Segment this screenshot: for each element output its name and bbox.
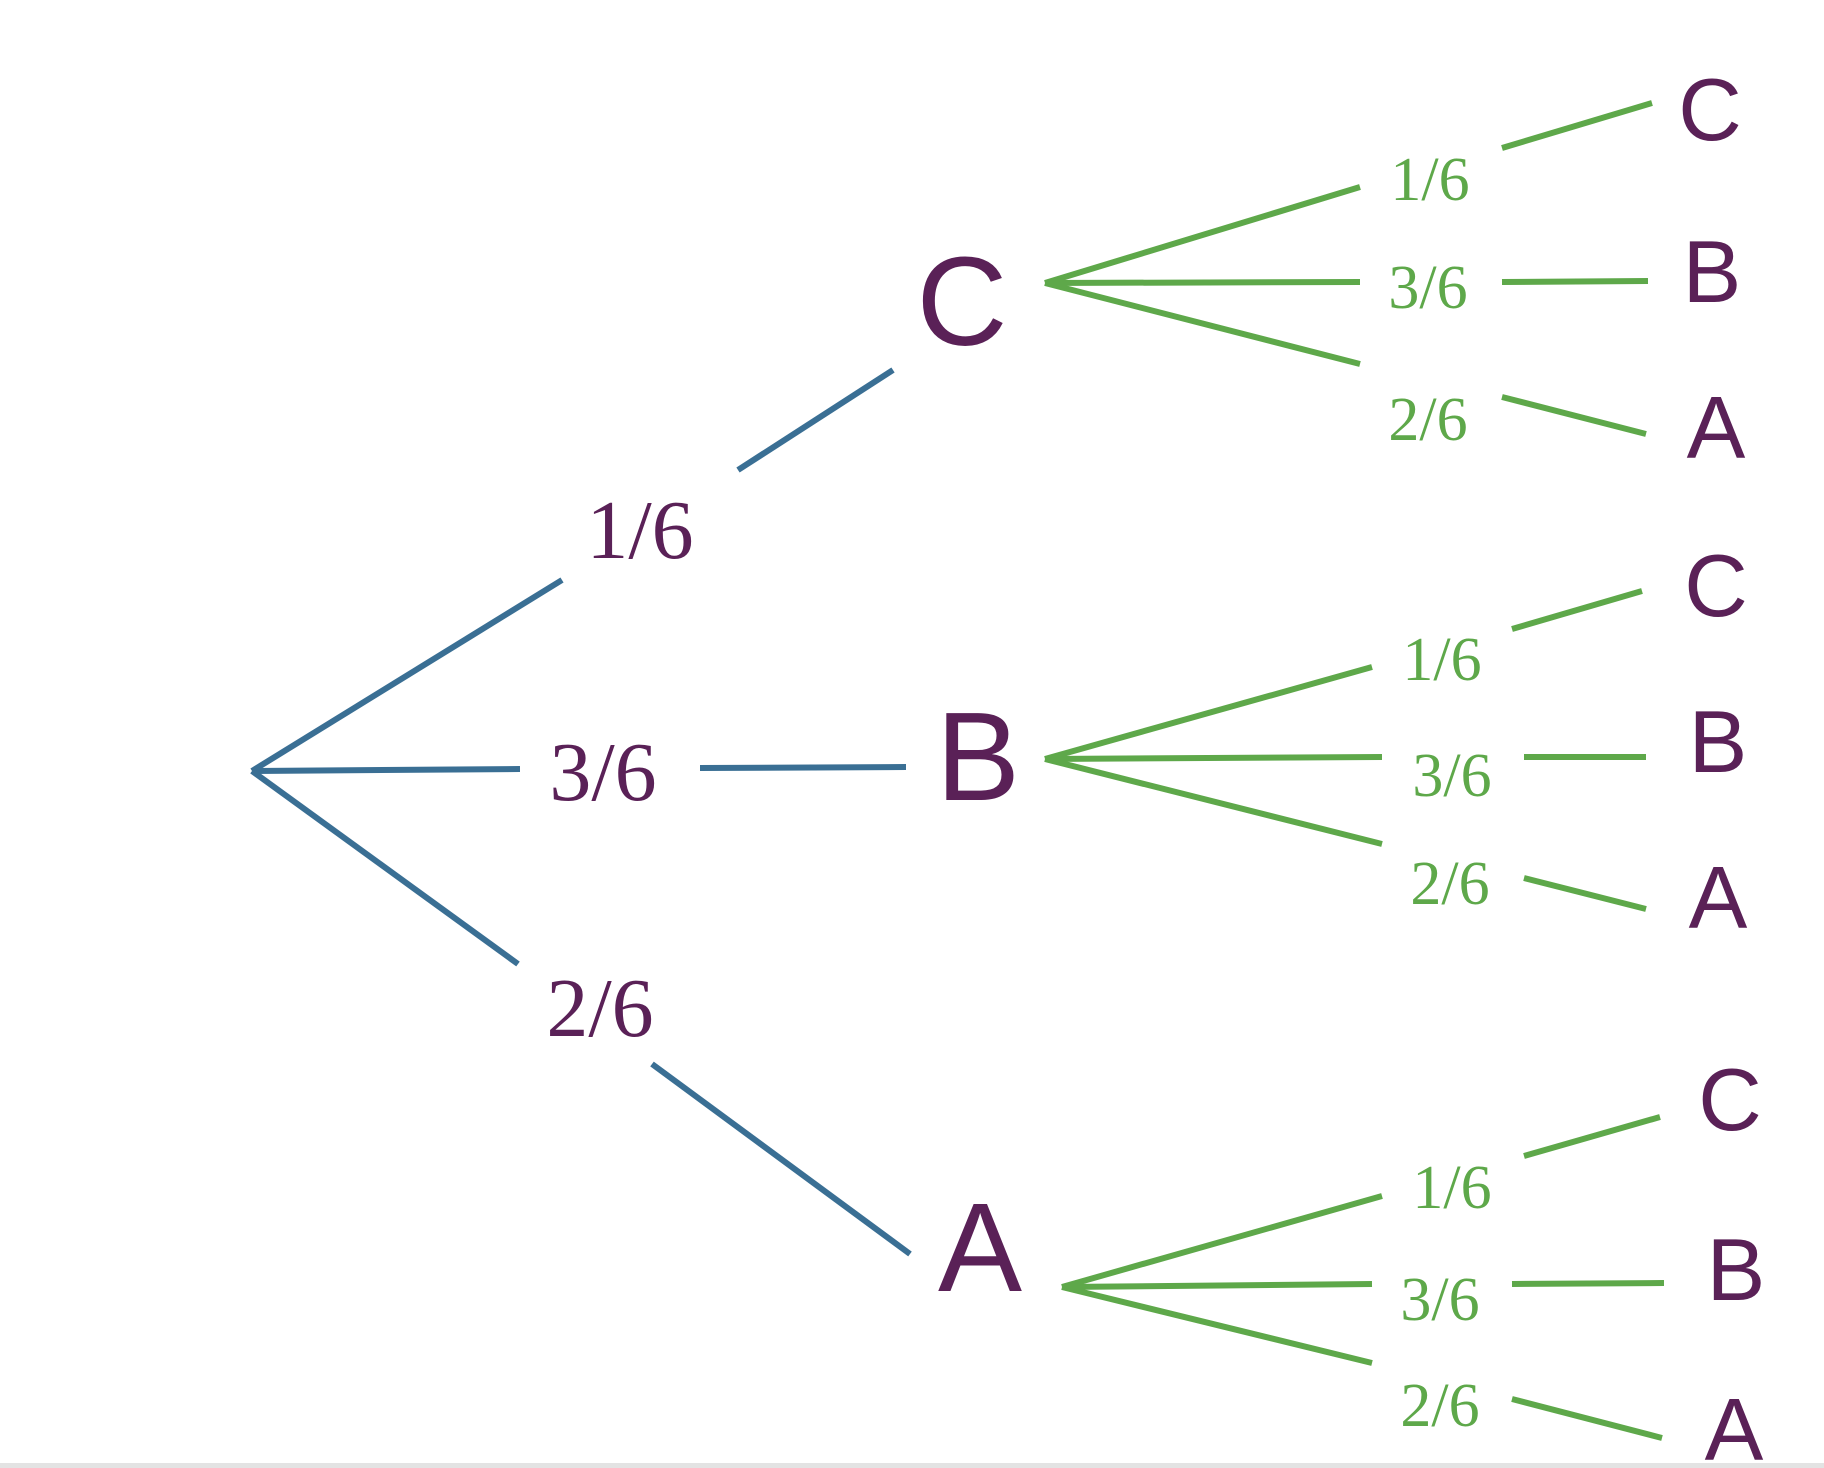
first-level-node-a: A — [938, 1177, 1022, 1318]
branch-root-to-c-part2 — [736, 367, 895, 473]
second-level-node-b-a: A — [1689, 848, 1748, 947]
branch-a-to-b-part1 — [1061, 1281, 1373, 1290]
second-level-prob-b-c: 1/6 — [1402, 626, 1481, 694]
branch-c-to-b-part2 — [1501, 278, 1649, 285]
second-level-node-a-c: C — [1698, 1050, 1762, 1149]
branch-a-to-b-part2 — [1511, 1280, 1665, 1287]
branch-b-to-b-part1 — [1044, 754, 1383, 762]
second-level-prob-a-b: 3/6 — [1400, 1266, 1479, 1334]
second-level-node-a-a: A — [1705, 1380, 1764, 1468]
branch-c-to-a-part1 — [1044, 280, 1361, 367]
first-level-prob-c: 1/6 — [586, 484, 693, 577]
second-level-prob-c-c: 1/6 — [1390, 146, 1469, 214]
branch-b-to-a-part2 — [1523, 875, 1647, 912]
first-level-prob-a: 2/6 — [546, 962, 653, 1055]
branch-b-to-c-part2 — [1511, 588, 1643, 632]
second-level-node-a-b: B — [1707, 1220, 1766, 1319]
first-level-node-b: B — [936, 686, 1020, 827]
branch-a-to-a-part1 — [1061, 1284, 1373, 1366]
second-level-node-b-c: C — [1684, 536, 1748, 635]
second-level-prob-c-a: 2/6 — [1388, 386, 1467, 454]
second-level-node-c-b: B — [1683, 222, 1742, 321]
first-level-prob-b: 3/6 — [549, 726, 656, 819]
branch-c-to-c-part1 — [1044, 184, 1361, 286]
branch-c-to-a-part2 — [1501, 394, 1647, 437]
branch-root-to-b-part2 — [699, 764, 907, 771]
second-level-prob-a-a: 2/6 — [1400, 1372, 1479, 1440]
branch-c-to-b-part1 — [1044, 279, 1361, 286]
branch-root-to-c-part1 — [250, 577, 564, 774]
branch-a-to-c-part1 — [1061, 1193, 1383, 1290]
branch-a-to-a-part2 — [1511, 1396, 1663, 1441]
first-level-node-c: C — [917, 231, 1008, 372]
second-level-node-b-b: B — [1689, 692, 1748, 791]
second-level-prob-b-b: 3/6 — [1412, 742, 1491, 810]
branch-a-to-c-part2 — [1523, 1114, 1661, 1159]
tree-branches — [250, 100, 1665, 1441]
second-level-prob-b-a: 2/6 — [1410, 850, 1489, 918]
branch-root-to-a-part1 — [250, 768, 520, 967]
branch-b-to-c-part1 — [1044, 664, 1373, 762]
second-level-node-c-c: C — [1678, 60, 1742, 159]
second-level-prob-c-b: 3/6 — [1388, 254, 1467, 322]
second-level-prob-a-c: 1/6 — [1412, 1154, 1491, 1222]
bottom-scroll-edge — [0, 1463, 1824, 1468]
branch-b-to-a-part1 — [1044, 756, 1383, 847]
branch-root-to-b-part1 — [251, 766, 521, 774]
branch-root-to-a-part2 — [650, 1061, 912, 1257]
branch-c-to-c-part2 — [1501, 100, 1653, 151]
second-level-node-c-a: A — [1687, 378, 1746, 477]
